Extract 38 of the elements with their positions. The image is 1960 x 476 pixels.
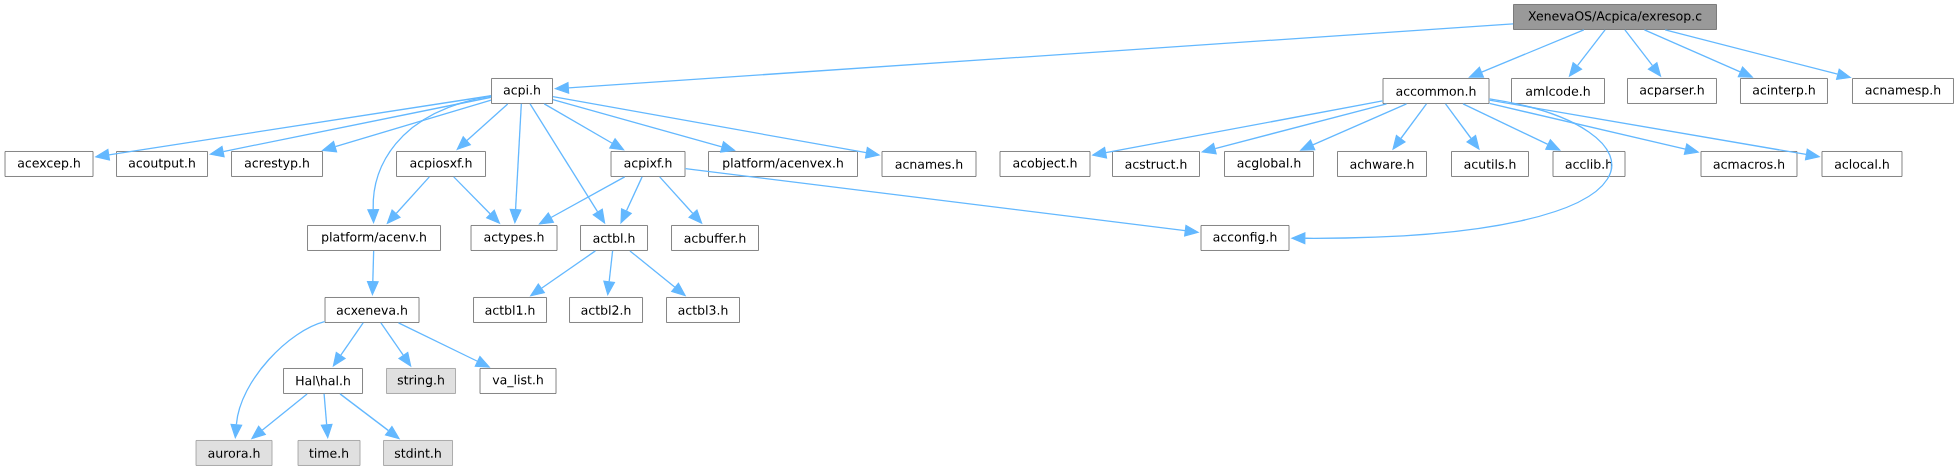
header-box: Hal\hal.h (283, 368, 363, 394)
header-box: actypes.h (470, 225, 558, 251)
header-box: acglobal.h (1224, 151, 1314, 177)
header-box: acrestyp.h (231, 151, 323, 177)
header-box: actbl3.h (666, 297, 740, 323)
header-box: acparser.h (1627, 78, 1717, 104)
header-box: acnames.h (881, 151, 977, 177)
header-box: aurora.h (195, 440, 273, 466)
header-box: acstruct.h (1112, 151, 1200, 177)
header-box: acclib.h (1552, 151, 1626, 177)
header-box: actbl1.h (473, 297, 547, 323)
header-box: acinterp.h (1740, 78, 1828, 104)
header-box: acobject.h (999, 151, 1091, 177)
header-box: acnamesp.h (1852, 78, 1954, 104)
header-box: acpiosxf.h (396, 151, 486, 177)
header-box: accommon.h (1382, 78, 1490, 104)
header-box: acxeneva.h (324, 297, 420, 323)
header-box: acmacros.h (1700, 151, 1798, 177)
header-box: acpixf.h (610, 151, 686, 177)
header-box: va_list.h (479, 368, 557, 394)
header-box: stdint.h (383, 440, 453, 466)
header-box: acexcep.h (4, 151, 94, 177)
header-box: platform/acenv.h (307, 225, 441, 251)
header-box: time.h (297, 440, 361, 466)
header-box: actbl2.h (569, 297, 643, 323)
header-box: platform/acenvex.h (708, 151, 858, 177)
file-box: XenevaOS/Acpica/exresop.c (1513, 4, 1717, 30)
header-box: acpi.h (491, 78, 553, 104)
header-box: amlcode.h (1511, 78, 1605, 104)
header-box: acbuffer.h (671, 225, 759, 251)
header-box: acoutput.h (116, 151, 208, 177)
header-box: string.h (386, 368, 456, 394)
arrow (543, 103, 625, 151)
header-box: actbl.h (580, 225, 648, 251)
header-box: acutils.h (1451, 151, 1529, 177)
header-box: acconfig.h (1200, 225, 1290, 251)
header-box: aclocal.h (1821, 151, 1903, 177)
header-box: achware.h (1337, 151, 1427, 177)
